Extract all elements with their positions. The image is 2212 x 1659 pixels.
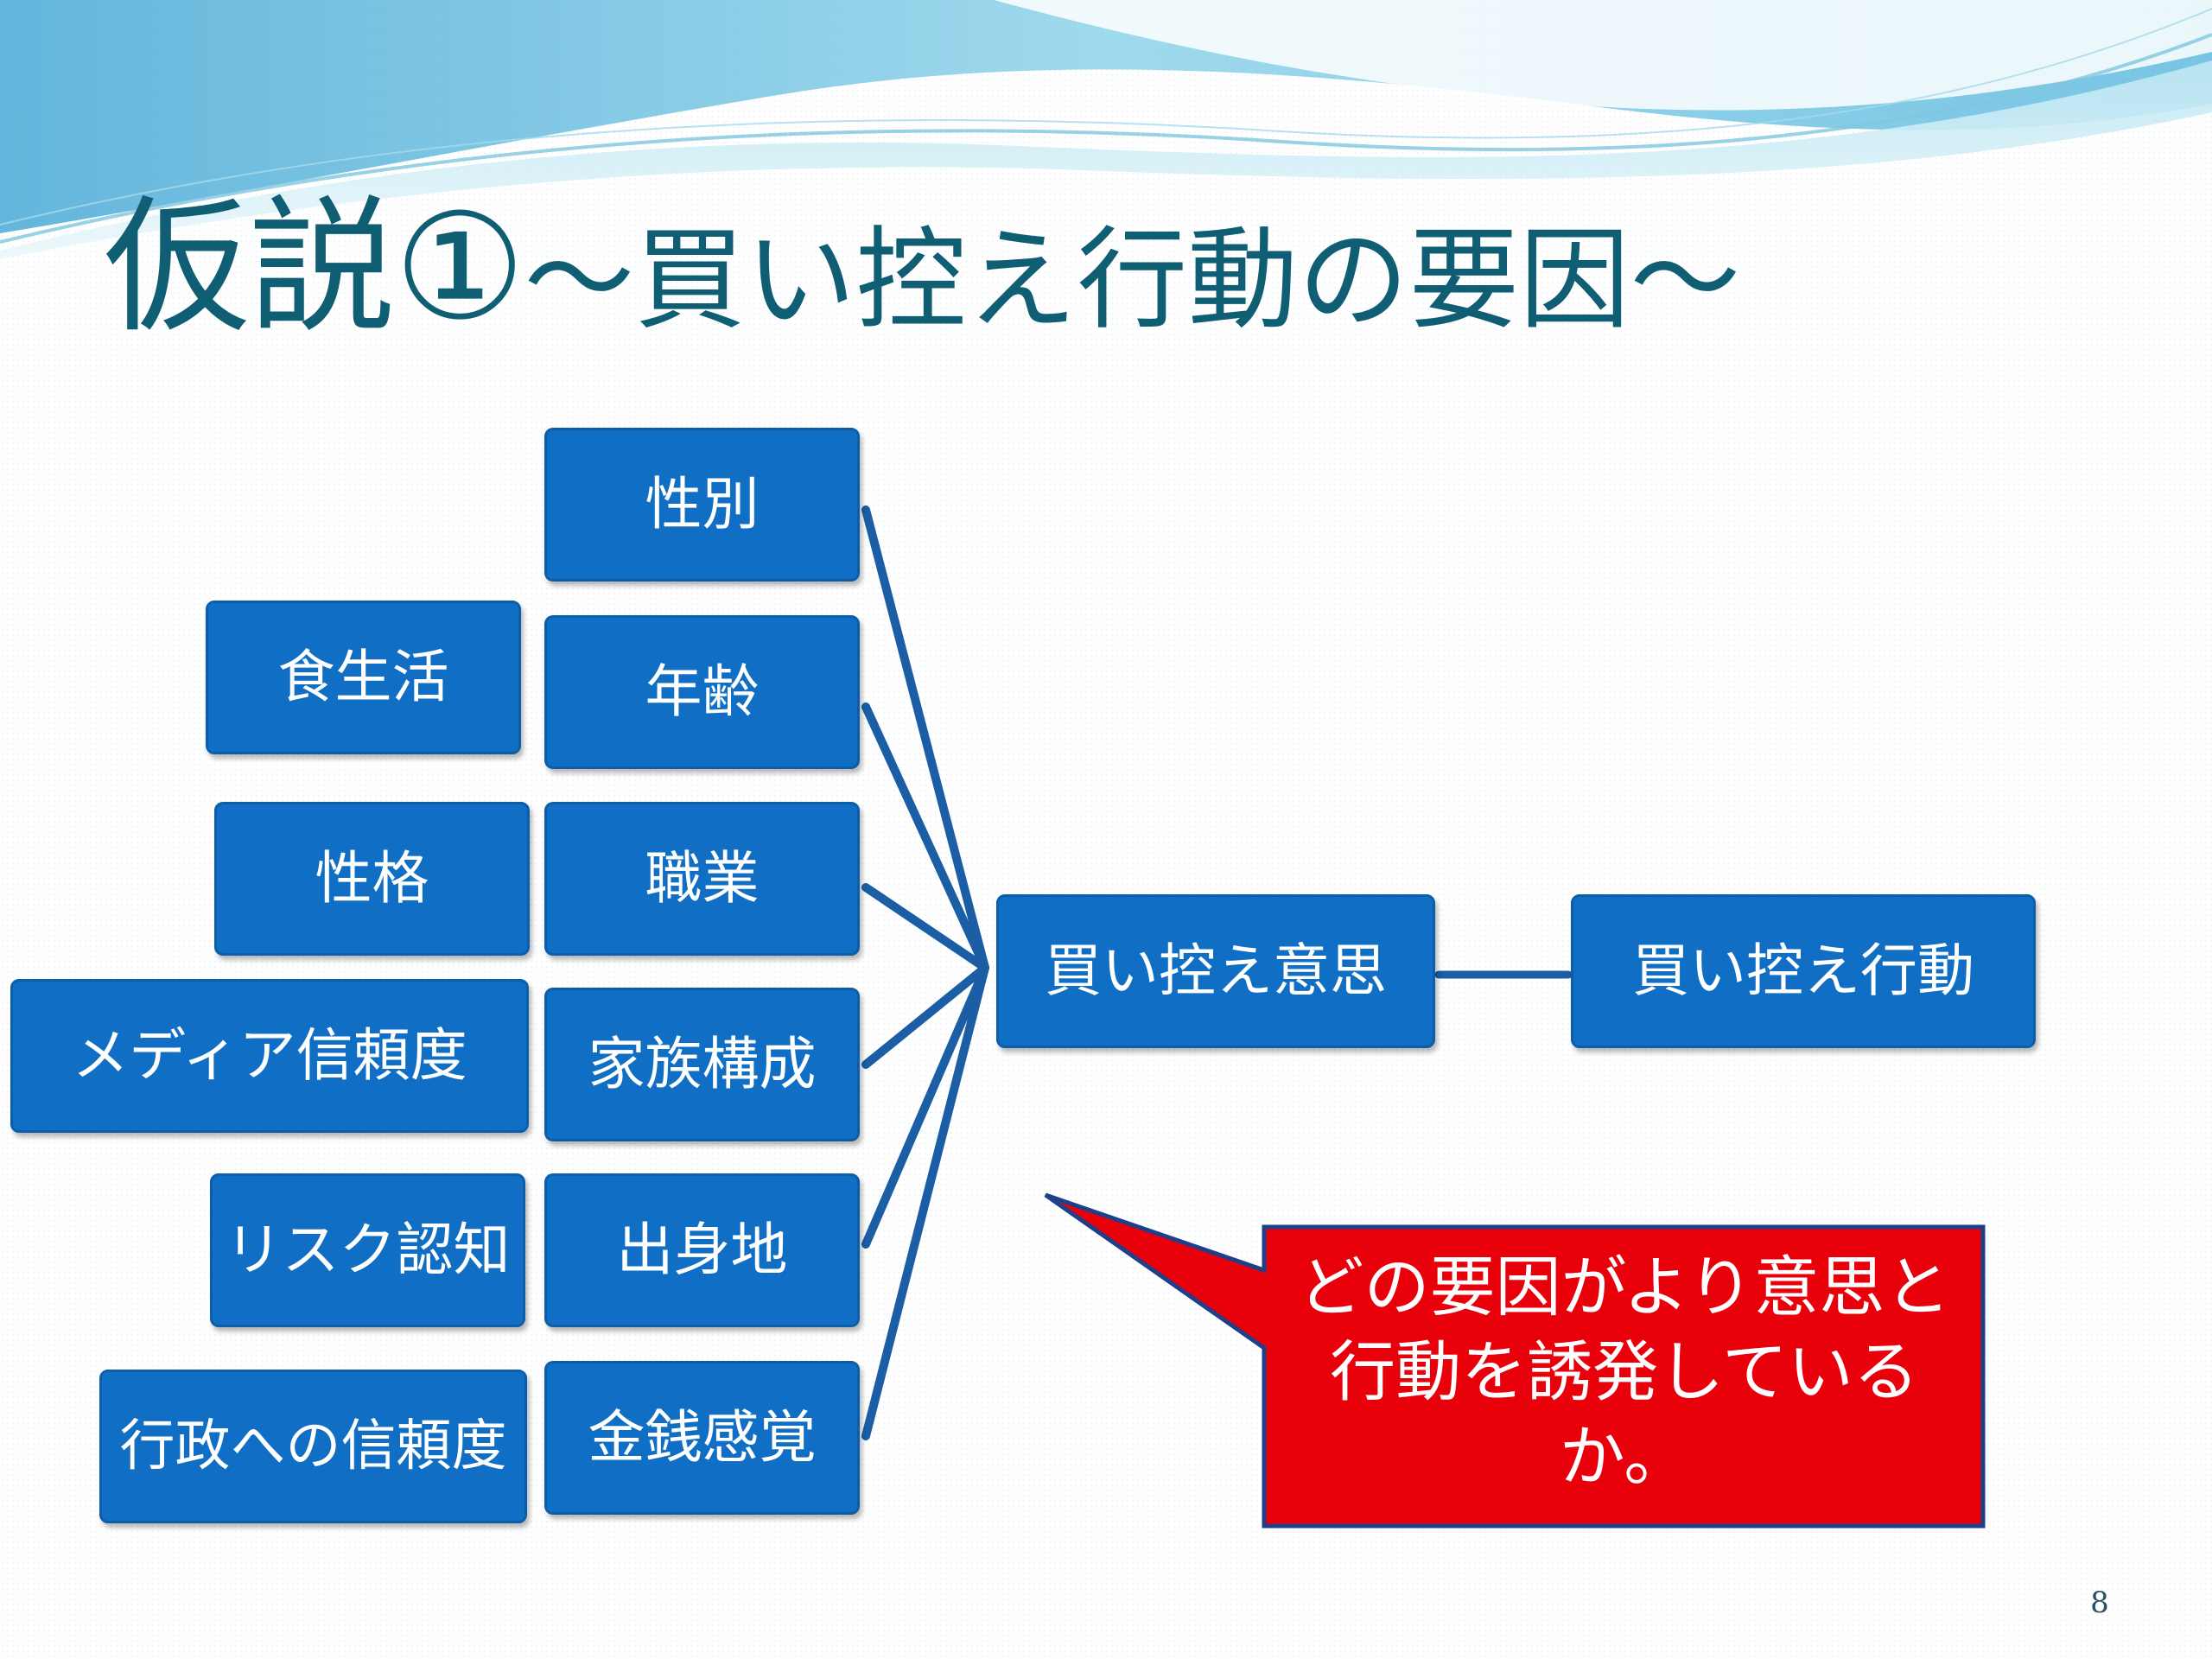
wave-header-decoration bbox=[0, 0, 2212, 259]
factor-box: 食生活 bbox=[206, 601, 521, 754]
factor-label: メディア信頼度 bbox=[72, 1022, 467, 1089]
slide-title: 仮説①～買い控え行動の要因～ bbox=[104, 181, 2091, 354]
callout-text: どの要因がより意思と行動を誘発しているか。 bbox=[1298, 1248, 1951, 1495]
factor-label: 職業 bbox=[645, 845, 760, 912]
intention-label: 買い控え意思 bbox=[1045, 938, 1387, 1004]
factor-box: 出身地 bbox=[544, 1173, 860, 1327]
title-subtitle: ～買い控え行動の要因～ bbox=[524, 216, 1741, 345]
factor-label: 性格 bbox=[315, 845, 429, 912]
factor-box: 年齢 bbox=[544, 615, 860, 769]
intention-box: 買い控え意思 bbox=[996, 894, 1435, 1048]
factor-box: メディア信頼度 bbox=[10, 979, 529, 1133]
factor-box: リスク認知 bbox=[210, 1173, 525, 1327]
factor-box: 行政への信頼度 bbox=[99, 1370, 527, 1523]
factor-label: 性別 bbox=[645, 471, 760, 537]
behavior-box: 買い控え行動 bbox=[1571, 894, 2036, 1048]
connector-line bbox=[861, 963, 989, 1440]
factor-label: 食生活 bbox=[277, 644, 449, 710]
factor-box: 金銭感覚 bbox=[544, 1361, 860, 1515]
factor-label: 金銭感覚 bbox=[588, 1404, 817, 1471]
factor-box: 職業 bbox=[544, 802, 860, 956]
factor-box: 性格 bbox=[214, 802, 530, 956]
factor-label: 出身地 bbox=[616, 1217, 788, 1283]
connector-line bbox=[861, 963, 989, 1069]
factor-box: 性別 bbox=[544, 428, 860, 582]
factor-label: 行政への信頼度 bbox=[119, 1414, 507, 1478]
behavior-label: 買い控え行動 bbox=[1632, 938, 1974, 1004]
connector-line bbox=[861, 505, 989, 972]
factor-box: 家族構成 bbox=[544, 988, 860, 1141]
factor-label: リスク認知 bbox=[225, 1217, 511, 1283]
title-main: 仮説① bbox=[104, 182, 525, 353]
page-number: 8 bbox=[2090, 1586, 2109, 1620]
connector-line bbox=[861, 702, 989, 972]
connector-line bbox=[861, 883, 989, 972]
connector-line bbox=[861, 963, 989, 1249]
factor-label: 年齢 bbox=[645, 658, 760, 725]
callout-bubble bbox=[1044, 1192, 1986, 1529]
factor-label: 家族構成 bbox=[588, 1031, 817, 1097]
